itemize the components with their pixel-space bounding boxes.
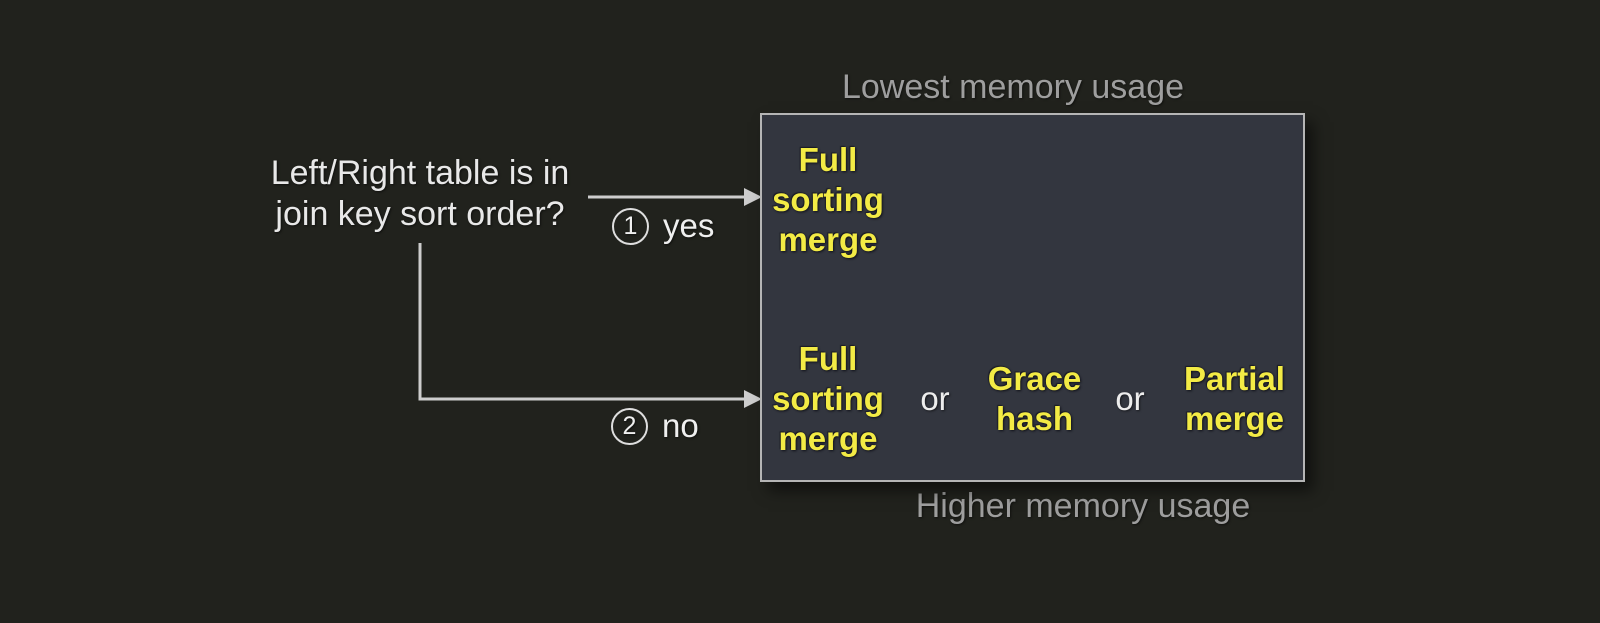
higher-memory-label: Higher memory usage [915, 487, 1251, 525]
circled-number-two-icon: 2 [611, 407, 648, 445]
or-separator: or [920, 380, 950, 417]
option-full-sorting-merge-sorted: Full sorting merge [772, 141, 884, 258]
algorithm-options-box: Full sorting merge Full sorting merge or… [760, 113, 1305, 482]
sorted-options-row: Full sorting merge [767, 140, 889, 260]
no-arrowhead [744, 390, 762, 408]
yes-arrowhead [744, 188, 762, 206]
unsorted-options-row: Full sorting merge or Grace hash or Part… [767, 337, 1301, 461]
or-separator: or [1115, 380, 1145, 417]
no-arrow-line [418, 243, 744, 401]
branch-label-yes: 1 yes [612, 207, 714, 245]
branch-label-no: 2 no [611, 407, 699, 445]
option-full-sorting-merge: Full sorting merge [772, 340, 884, 457]
option-partial-merge: Partial merge [1184, 360, 1285, 437]
question-text: Left/Right table is in join key sort ord… [270, 154, 570, 233]
no-label: no [662, 407, 699, 444]
lowest-memory-label: Lowest memory usage [841, 68, 1185, 106]
yes-label: yes [663, 207, 715, 244]
option-grace-hash: Grace hash [987, 360, 1082, 437]
circled-number-one-icon: 1 [612, 207, 649, 245]
